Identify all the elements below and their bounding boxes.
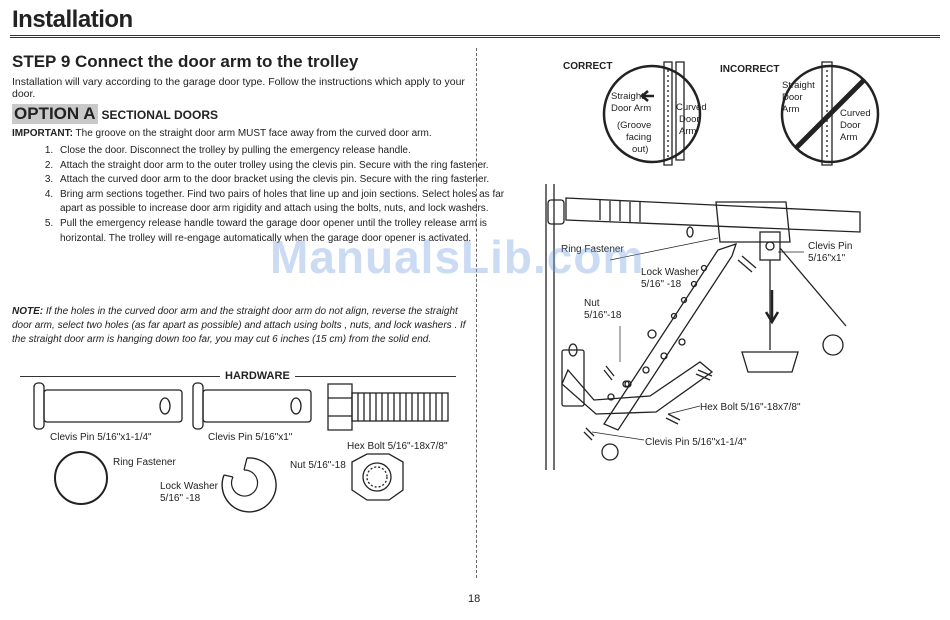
lock-washer-label: Lock Washer bbox=[160, 481, 218, 492]
straight-arm-label: Straight bbox=[611, 91, 644, 102]
hex-bolt-label: Hex Bolt 5/16"-18x7/8" bbox=[347, 441, 448, 452]
page-title: Installation bbox=[12, 6, 133, 33]
ring-fastener-label: Ring Fastener bbox=[113, 457, 176, 468]
correct-diagram bbox=[602, 61, 702, 166]
groove-label-3: out) bbox=[632, 144, 649, 155]
figure-hex-bolt-label: Hex Bolt 5/16"-18x7/8" bbox=[700, 402, 801, 413]
step-intro: Installation will vary according to the … bbox=[12, 76, 465, 100]
option-subtitle: SECTIONAL DOORS bbox=[101, 108, 219, 122]
clevis-pin-long-illustration bbox=[33, 382, 183, 430]
groove-label: (Groove bbox=[617, 120, 652, 131]
nut-illustration bbox=[351, 453, 404, 501]
important-note: IMPORTANT: The groove on the straight do… bbox=[12, 128, 472, 139]
curved-arm-label-2: Door bbox=[679, 114, 700, 125]
hex-bolt-illustration bbox=[327, 383, 449, 431]
page-number: 18 bbox=[468, 593, 481, 605]
instruction-step: Attach the straight door arm to the oute… bbox=[56, 159, 511, 174]
door-arm-installation-drawing bbox=[545, 184, 861, 470]
figure-nut-label: Nut bbox=[584, 298, 600, 309]
note-label: NOTE: bbox=[12, 306, 44, 317]
important-text: The groove on the straight door arm MUST… bbox=[72, 128, 432, 139]
instruction-step: Attach the curved door arm to the door b… bbox=[56, 173, 511, 188]
note-text: If the holes in the curved door arm and … bbox=[12, 306, 466, 345]
clevis-pin-long-label: Clevis Pin 5/16"x1-1/4" bbox=[50, 432, 152, 443]
header-rule bbox=[10, 35, 940, 38]
incorrect-curved-label: Curved bbox=[840, 108, 871, 119]
correct-label: CORRECT bbox=[563, 61, 613, 72]
lock-washer-illustration bbox=[221, 457, 277, 513]
step-title: STEP 9 Connect the door arm to the troll… bbox=[12, 52, 359, 71]
ring-fastener-illustration bbox=[54, 451, 108, 505]
incorrect-label: INCORRECT bbox=[720, 64, 780, 75]
figure-lock-washer-label: Lock Washer bbox=[641, 267, 699, 278]
clevis-pin-short-label: Clevis Pin 5/16"x1" bbox=[208, 432, 293, 443]
figure-clevis-pin-bottom-label: Clevis Pin 5/16"x1-1/4" bbox=[645, 437, 747, 448]
figure-nut-size-label: 5/16"-18 bbox=[584, 310, 622, 321]
nut-label: Nut 5/16"-18 bbox=[290, 460, 346, 471]
instruction-step: Close the door. Disconnect the trolley b… bbox=[56, 144, 511, 159]
hardware-title: HARDWARE bbox=[220, 370, 295, 382]
curved-arm-label: Curved bbox=[676, 102, 707, 113]
figure-ring-fastener-label: Ring Fastener bbox=[561, 244, 624, 255]
important-label: IMPORTANT: bbox=[12, 128, 73, 139]
incorrect-curved-label-3: Arm bbox=[840, 132, 858, 143]
option-badge: OPTION A bbox=[12, 104, 98, 124]
incorrect-straight-label-2: Door bbox=[782, 92, 803, 103]
figure-clevis-pin-top-size-label: 5/16"x1" bbox=[808, 253, 846, 264]
straight-arm-label-2: Door Arm bbox=[611, 103, 652, 114]
instruction-step: Pull the emergency release handle toward… bbox=[56, 217, 511, 246]
instruction-step: Bring arm sections together. Find two pa… bbox=[56, 188, 511, 217]
incorrect-straight-label-3: Arm bbox=[782, 104, 800, 115]
clevis-pin-short-illustration bbox=[192, 382, 312, 430]
curved-arm-label-3: Arm bbox=[679, 126, 697, 137]
groove-label-2: facing bbox=[626, 132, 652, 143]
lock-washer-size-label: 5/16" -18 bbox=[160, 493, 201, 504]
incorrect-diagram bbox=[780, 61, 880, 166]
note-paragraph: NOTE: If the holes in the curved door ar… bbox=[12, 305, 472, 347]
instruction-steps: Close the door. Disconnect the trolley b… bbox=[12, 144, 511, 246]
incorrect-curved-label-2: Door bbox=[840, 120, 861, 131]
column-divider bbox=[476, 48, 477, 578]
figure-clevis-pin-top-label: Clevis Pin bbox=[808, 241, 853, 252]
figure-lock-washer-size-label: 5/16" -18 bbox=[641, 279, 682, 290]
incorrect-straight-label: Straight bbox=[782, 80, 815, 91]
